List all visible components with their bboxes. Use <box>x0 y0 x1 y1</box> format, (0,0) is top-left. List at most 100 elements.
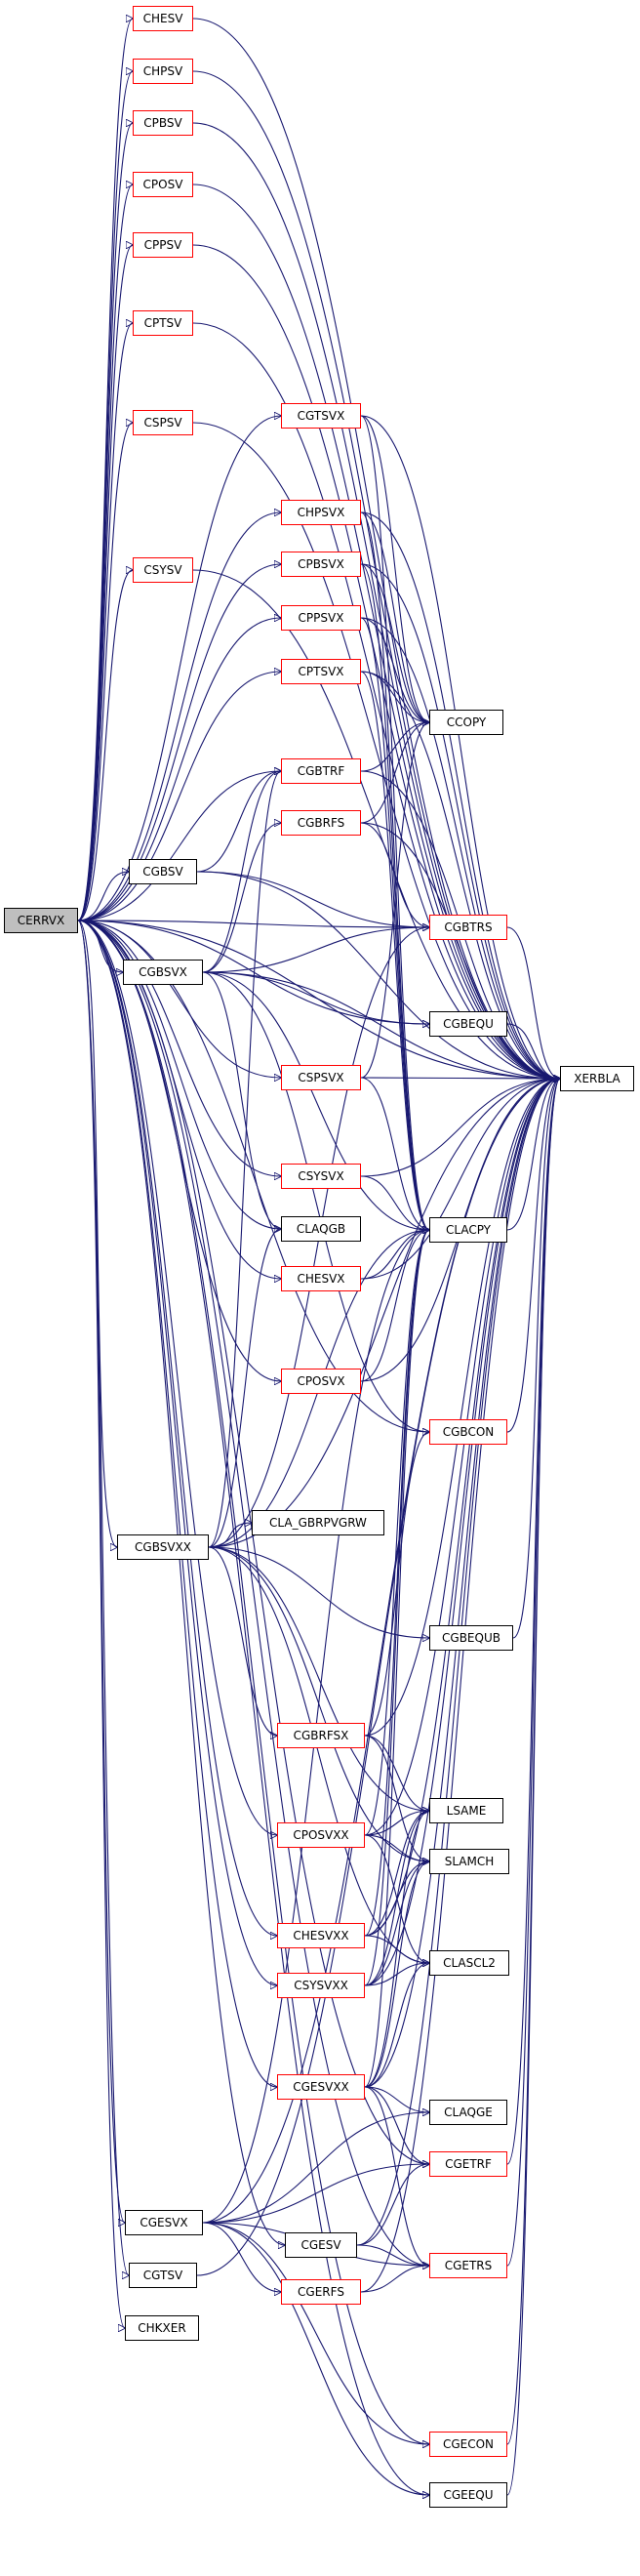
graph-node-cptsv[interactable]: CPTSV <box>133 310 193 336</box>
graph-node-chpsv[interactable]: CHPSV <box>133 59 193 84</box>
graph-node-chesv[interactable]: CHESV <box>133 6 193 31</box>
graph-node-xerbla[interactable]: XERBLA <box>560 1066 634 1091</box>
edge-cgbrfsx-to-lsame <box>364 1735 429 1811</box>
graph-node-cptsvx[interactable]: CPTSVX <box>281 659 361 684</box>
edge-cerrvx-to-cgeequ <box>77 920 429 2495</box>
graph-node-cgbcon[interactable]: CGBCON <box>429 1419 507 1445</box>
edge-cerrvx-to-claqgb <box>77 920 281 1229</box>
graph-node-cgtsv[interactable]: CGTSV <box>129 2263 197 2288</box>
graph-node-cgecon[interactable]: CGECON <box>429 2432 507 2457</box>
graph-node-cgerfs[interactable]: CGERFS <box>281 2279 361 2305</box>
edge-cgeequ-to-xerbla <box>506 1079 560 2496</box>
edge-cgtsvx-to-xerbla <box>360 415 560 1079</box>
edge-cerrvx-to-cgesv <box>77 920 285 2245</box>
edge-cerrvx-to-cgbequ <box>77 920 429 1024</box>
graph-node-csysvx[interactable]: CSYSVX <box>281 1164 361 1189</box>
edge-clacpy-to-xerbla <box>506 1079 560 1231</box>
graph-node-cgbrfs[interactable]: CGBRFS <box>281 810 361 836</box>
edge-cgbsvxx-to-cgbrfsx <box>208 1546 277 1736</box>
graph-node-cgbsvxx[interactable]: CGBSVXX <box>117 1534 209 1560</box>
edge-cgesvxx-to-lsame <box>364 1811 429 2088</box>
graph-node-cgbequ[interactable]: CGBEQU <box>429 1011 507 1037</box>
edge-cerrvx-to-cppsv <box>77 245 133 921</box>
edge-cerrvx-to-cgetrs <box>77 920 429 2266</box>
graph-node-slamch[interactable]: SLAMCH <box>429 1849 509 1874</box>
graph-node-csysv[interactable]: CSYSV <box>133 557 193 583</box>
edge-cgerfs-to-xerbla <box>360 1079 560 2293</box>
graph-node-claqgb[interactable]: CLAQGB <box>281 1216 361 1242</box>
edge-chpsvx-to-xerbla <box>360 511 560 1079</box>
edge-cgbrfsx-to-xerbla <box>364 1079 560 1737</box>
graph-node-lsame[interactable]: LSAME <box>429 1798 503 1823</box>
edge-chesvx-to-xerbla <box>360 1079 560 1280</box>
graph-node-cpbsv[interactable]: CPBSV <box>133 110 193 136</box>
edge-cgbsvx-to-clacpy <box>202 971 429 1230</box>
edge-cerrvx-to-cgecon <box>77 920 429 2444</box>
graph-node-cla-gbrpvgrw[interactable]: CLA_GBRPVGRW <box>252 1510 384 1535</box>
graph-node-cposv[interactable]: CPOSV <box>133 172 193 197</box>
edge-cptsvx-to-xerbla <box>360 671 560 1079</box>
edge-cgesvxx-to-claqge <box>364 2086 429 2112</box>
edge-cgesvxx-to-xerbla <box>364 1079 560 2088</box>
graph-node-cspsvx[interactable]: CSPSVX <box>281 1065 361 1090</box>
edge-cgbsvxx-to-lsame <box>208 1546 429 1811</box>
graph-node-cgbtrs[interactable]: CGBTRS <box>429 915 507 940</box>
edge-cgtsvx-to-clacpy <box>360 415 429 1230</box>
graph-node-cgesvx[interactable]: CGESVX <box>125 2210 203 2235</box>
edge-cerrvx-to-chkxer <box>77 920 125 2328</box>
graph-node-cgeequ[interactable]: CGEEQU <box>429 2482 507 2508</box>
edge-cgbsv-to-cgbtrs <box>196 871 429 927</box>
edge-cgbrfs-to-ccopy <box>360 722 429 824</box>
edge-csysvxx-to-lsame <box>364 1811 429 1986</box>
graph-node-cgbequb[interactable]: CGBEQUB <box>429 1625 513 1651</box>
edge-cgbsvx-to-cgbcon <box>202 971 429 1432</box>
graph-node-cgetrs[interactable]: CGETRS <box>429 2253 507 2278</box>
edge-cerrvx-to-cgbsvxx <box>77 920 117 1547</box>
graph-node-cppsv[interactable]: CPPSV <box>133 232 193 258</box>
graph-node-chpsvx[interactable]: CHPSVX <box>281 500 361 525</box>
graph-node-cposvxx[interactable]: CPOSVXX <box>277 1822 365 1848</box>
edge-cgbsv-to-xerbla <box>196 871 560 1079</box>
graph-node-clascl2[interactable]: CLASCL2 <box>429 1950 509 1976</box>
edge-cgesvx-to-cgeequ <box>202 2222 429 2495</box>
graph-node-ccopy[interactable]: CCOPY <box>429 710 503 735</box>
edge-cspsvx-to-ccopy <box>360 722 429 1079</box>
edge-cposvxx-to-clacpy <box>364 1230 429 1836</box>
edge-csysvxx-to-clacpy <box>364 1230 429 1986</box>
edge-cgbrfs-to-cgbtrs <box>360 822 429 927</box>
edge-cerrvx-to-cgbcon <box>77 920 429 1432</box>
edge-cerrvx-to-chpsv <box>77 71 133 921</box>
graph-node-cgetrf[interactable]: CGETRF <box>429 2151 507 2177</box>
graph-node-cgesv[interactable]: CGESV <box>285 2232 357 2258</box>
edge-cgbcon-to-xerbla <box>506 1079 560 1433</box>
edge-cspsv-to-xerbla <box>192 422 560 1079</box>
graph-node-chesvxx[interactable]: CHESVXX <box>277 1923 365 1948</box>
graph-node-cgbsvx[interactable]: CGBSVX <box>123 960 203 985</box>
edge-cgtsvx-to-ccopy <box>360 415 429 722</box>
graph-node-chkxer[interactable]: CHKXER <box>125 2315 199 2341</box>
graph-node-cgbrfsx[interactable]: CGBRFSX <box>277 1723 365 1748</box>
graph-node-cerrvx[interactable]: CERRVX <box>4 908 78 933</box>
graph-node-csysvxx[interactable]: CSYSVXX <box>277 1973 365 1998</box>
edge-cgesvxx-to-cgetrs <box>364 2086 429 2266</box>
graph-node-cpbsvx[interactable]: CPBSVX <box>281 552 361 577</box>
edge-cgbtrf-to-ccopy <box>360 722 429 772</box>
edge-cppsvx-to-xerbla <box>360 617 560 1079</box>
graph-node-chesvx[interactable]: CHESVX <box>281 1266 361 1291</box>
edge-cgbsvxx-to-claqgb <box>208 1229 281 1548</box>
graph-node-cgesvxx[interactable]: CGESVXX <box>277 2074 365 2100</box>
graph-node-claqge[interactable]: CLAQGE <box>429 2100 507 2125</box>
edge-cgbequb-to-xerbla <box>512 1079 560 1639</box>
edge-cposvxx-to-slamch <box>364 1834 429 1861</box>
edge-cposvx-to-clacpy <box>360 1230 429 1382</box>
edge-cerrvx-to-cptsv <box>77 323 133 921</box>
graph-node-cgbsv[interactable]: CGBSV <box>129 859 197 884</box>
graph-node-cgbtrf[interactable]: CGBTRF <box>281 758 361 784</box>
graph-node-cgtsvx[interactable]: CGTSVX <box>281 403 361 429</box>
edge-cgtsv-to-xerbla <box>196 1079 560 2276</box>
graph-node-cppsvx[interactable]: CPPSVX <box>281 605 361 631</box>
graph-node-clacpy[interactable]: CLACPY <box>429 1217 507 1243</box>
graph-node-cspsv[interactable]: CSPSV <box>133 410 193 435</box>
graph-node-cposvx[interactable]: CPOSVX <box>281 1369 361 1394</box>
